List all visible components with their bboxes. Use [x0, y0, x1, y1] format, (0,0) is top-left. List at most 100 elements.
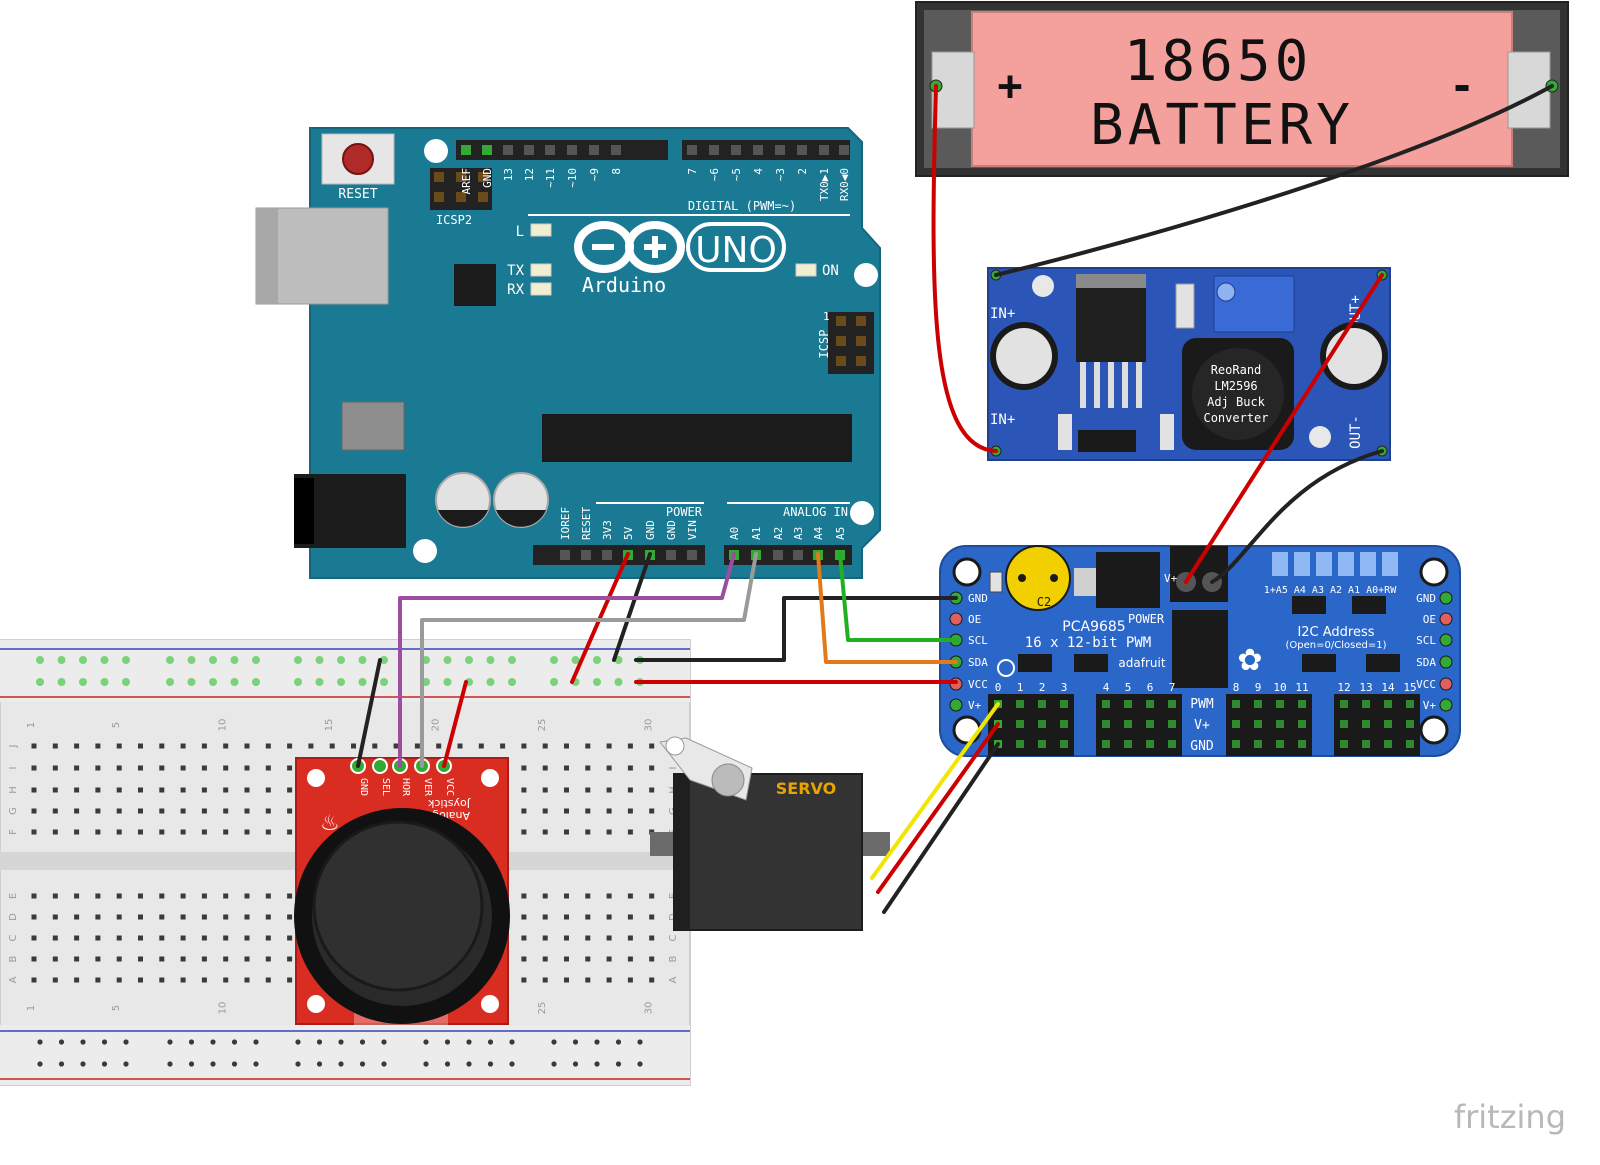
battery-plus-sign: +	[997, 61, 1022, 110]
channel-number: 1	[1017, 681, 1024, 694]
breadboard-hole	[95, 893, 101, 899]
digital-pin-label: ~6	[708, 168, 721, 181]
breadboard-hole	[180, 956, 186, 962]
breadboard-hole	[649, 914, 655, 920]
breadboard-hole	[564, 935, 569, 941]
vplus-terminal-label: V+	[1164, 572, 1178, 585]
breadboard-hole	[244, 893, 250, 899]
inductor-label-line: Adj Buck	[1207, 395, 1266, 409]
breadboard-hole	[52, 829, 58, 835]
breadboard-hole	[223, 808, 229, 814]
rail-hole	[359, 1039, 366, 1045]
breadboard-hole	[52, 787, 58, 793]
joystick-pin-label: GND	[358, 778, 369, 796]
breadboard-hole	[606, 956, 612, 962]
pwm-pin	[1060, 700, 1068, 708]
row-letter: D	[8, 913, 19, 921]
address-pins-label: 1+A5 A4 A3 A2 A1 A0+RW	[1264, 585, 1397, 596]
digital-pin-label: 7	[686, 168, 699, 175]
breadboard-hole	[372, 743, 378, 749]
breadboard-hole	[52, 977, 58, 983]
pwm-pin	[1232, 720, 1240, 728]
channel-number: 2	[1039, 681, 1046, 694]
rail-hole	[466, 1039, 472, 1045]
joystick-knob[interactable]	[312, 820, 484, 992]
rail-hole	[593, 656, 601, 664]
row-letter: B	[8, 955, 19, 962]
digital-pin-label: ~3	[774, 168, 787, 181]
rail-hole	[594, 1061, 600, 1067]
rail-hole	[166, 656, 174, 664]
breadboard-hole	[287, 977, 293, 983]
breadboard-hole	[180, 977, 186, 983]
pwm-pin	[1102, 700, 1110, 708]
rail-hole	[187, 656, 196, 664]
header-pin	[793, 550, 803, 560]
breadboard-hole	[223, 956, 229, 962]
rail-hole	[509, 1039, 515, 1045]
pca-left-pin-label: SDA	[968, 656, 988, 669]
rail-hole	[79, 678, 87, 686]
breadboard-hole	[201, 829, 207, 835]
pwm-pin	[1254, 700, 1262, 708]
analog-pin-label: A2	[772, 527, 785, 540]
row-letter: C	[8, 934, 19, 941]
breadboard-hole	[606, 743, 612, 749]
pwm-pin	[1016, 700, 1024, 708]
breadboard-hole	[308, 743, 314, 749]
rail-hole	[615, 1039, 622, 1045]
icsp-pin	[856, 336, 866, 346]
pwm-pin	[1362, 700, 1370, 708]
rail-hole	[209, 678, 217, 686]
out-minus-label: OUT-	[1348, 415, 1364, 449]
power-pin-label: GND	[665, 520, 678, 540]
inductor-label-line: Converter	[1203, 411, 1268, 425]
pwm-pin	[1340, 700, 1348, 708]
breadboard-hole	[201, 893, 207, 899]
pwm-pin	[1016, 720, 1024, 728]
breadboard-hole	[265, 914, 271, 920]
breadboard-hole	[201, 765, 207, 771]
breadboard-hole	[74, 787, 80, 793]
header-pin	[819, 145, 829, 155]
gnd-row-label: GND	[1190, 739, 1214, 754]
breadboard-hole	[521, 829, 527, 835]
breadboard-hole	[627, 935, 633, 941]
breadboard-hole	[585, 787, 591, 793]
joystick-pin-label: SEL	[380, 778, 391, 796]
breadboard-hole	[74, 956, 80, 962]
breadboard-hole	[138, 893, 143, 899]
digital-pin-label: ~11	[544, 168, 557, 188]
breadboard-hole	[265, 743, 271, 749]
pwm-pin	[1060, 740, 1068, 748]
pwm-pin	[1298, 700, 1306, 708]
header-pin	[731, 145, 741, 155]
rail-hole	[551, 1061, 557, 1067]
breadboard-hole	[244, 956, 250, 962]
breadboard-hole	[287, 829, 293, 835]
battery-holder: + - 18650 BATTERY	[915, 1, 1569, 177]
pca-left-pin	[949, 698, 963, 712]
led-rx-label: RX	[507, 282, 524, 298]
breadboard-hole	[52, 743, 58, 749]
breadboard-hole	[201, 808, 207, 814]
digital-header-right	[682, 140, 850, 160]
column-number: 10	[218, 1002, 229, 1015]
row-letter: I	[8, 767, 19, 770]
breadboard-hole	[180, 935, 186, 941]
rail-hole	[593, 678, 601, 686]
rail-hole	[338, 1039, 344, 1045]
reset-button[interactable]	[342, 143, 374, 175]
header-pin	[602, 550, 612, 560]
pca-right-pin-label: SCL	[1416, 634, 1436, 647]
breadboard-hole	[116, 787, 122, 793]
arduino-uno-board: RESET ICSP2 ICSP 1 UNO Arduino	[255, 127, 881, 579]
breadboard-hole	[138, 935, 143, 941]
breadboard-hole	[606, 765, 612, 771]
breadboard-hole	[244, 787, 250, 793]
pca-right-pin-label: GND	[1416, 592, 1436, 605]
column-number: 5	[111, 1005, 122, 1011]
breadboard-hole	[159, 743, 165, 749]
